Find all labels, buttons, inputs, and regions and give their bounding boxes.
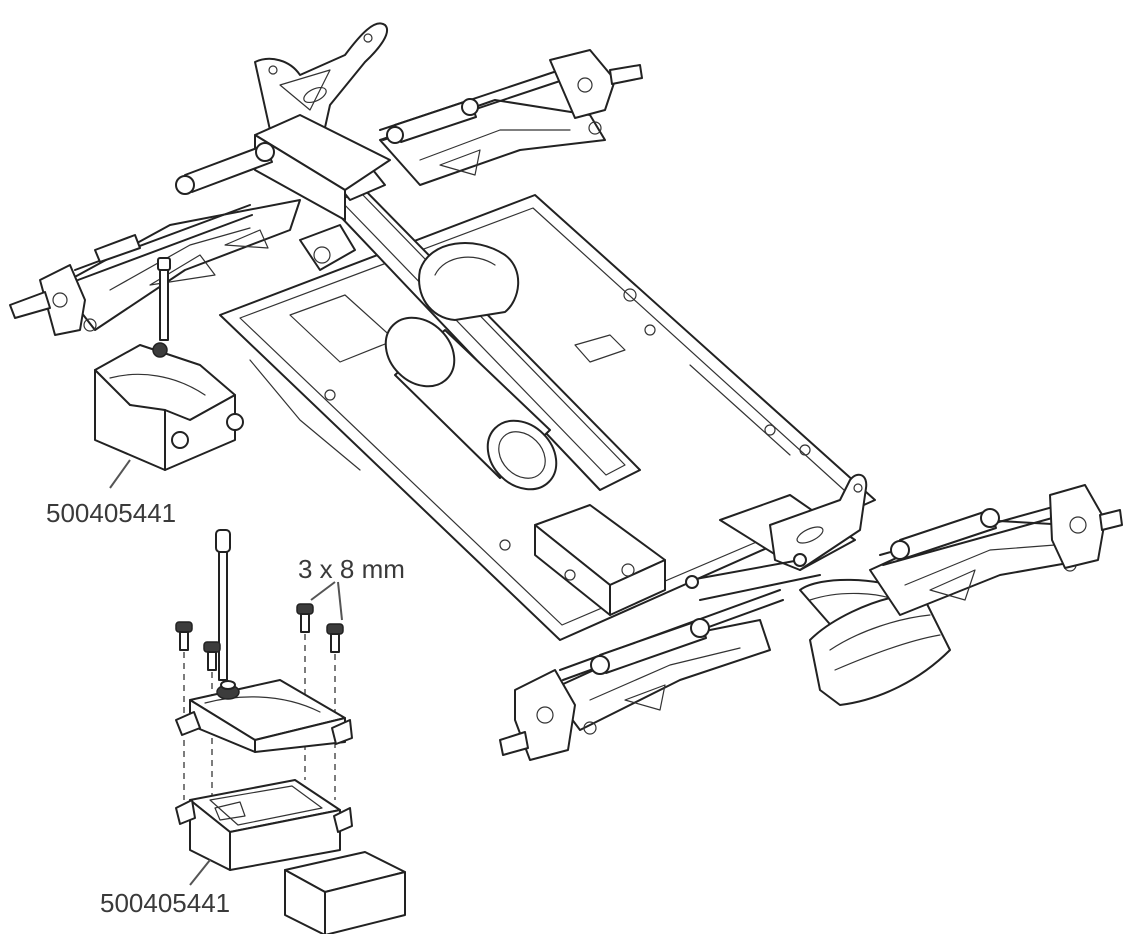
screw-size-label: 3 x 8 mm — [298, 554, 405, 584]
screw-2 — [203, 641, 221, 671]
part-number-label-top: 500405441 — [46, 498, 176, 528]
motor — [384, 316, 558, 491]
steering-links — [685, 553, 821, 601]
rear-left-arm — [59, 199, 301, 332]
screw-4 — [326, 623, 344, 653]
screw-3 — [296, 603, 314, 633]
front-right-shock — [890, 508, 1000, 560]
rear-right-shock — [386, 98, 479, 144]
receiver-box-installed — [94, 342, 244, 471]
screw-leader-lines — [310, 581, 343, 621]
spur-gear-cover — [418, 242, 520, 321]
part-number-label-bottom: 500405441 — [100, 888, 230, 918]
chassis-assembly — [9, 22, 1123, 761]
receiver-box-base — [175, 779, 353, 871]
top-label-leader — [109, 459, 131, 489]
screw-1 — [175, 621, 193, 651]
front-shock-tower — [769, 473, 868, 571]
rear-right-arm — [379, 99, 606, 186]
steering-servo — [534, 504, 666, 616]
receiver-box-exploded — [175, 529, 406, 936]
front-left-shock — [590, 618, 710, 675]
receiver — [284, 851, 406, 936]
antenna-tube — [215, 529, 231, 681]
front-bumper — [809, 594, 951, 706]
antenna-tube-top — [157, 257, 171, 341]
rear-left-shock — [175, 142, 275, 195]
part-labels: 500405441 500405441 3 x 8 mm — [46, 459, 405, 918]
rear-left-link — [74, 204, 253, 281]
bottom-label-leader — [189, 859, 211, 886]
rear-bulkhead — [254, 114, 391, 271]
rear-left-hub — [9, 264, 86, 336]
receiver-box-lid — [175, 679, 353, 753]
